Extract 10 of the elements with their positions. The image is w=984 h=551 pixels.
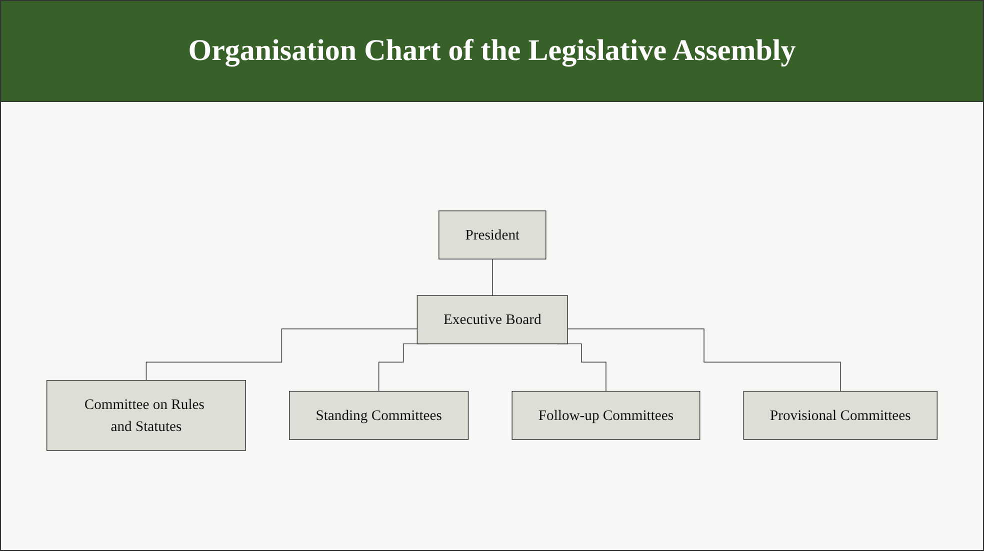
node-box: Committee on Rules and Statutes: [46, 380, 246, 452]
connector: [146, 328, 418, 382]
node-box: Executive Board: [416, 296, 568, 344]
connector: [492, 259, 493, 296]
node-box: President: [438, 210, 546, 260]
title-banner: Organisation Chart of the Legislative Assembly: [1, 1, 983, 102]
connector: [567, 328, 841, 392]
node-box: Standing Committees: [289, 391, 469, 440]
node-box: Provisional Committees: [743, 391, 938, 440]
node-box: Follow-up Committees: [512, 391, 700, 440]
